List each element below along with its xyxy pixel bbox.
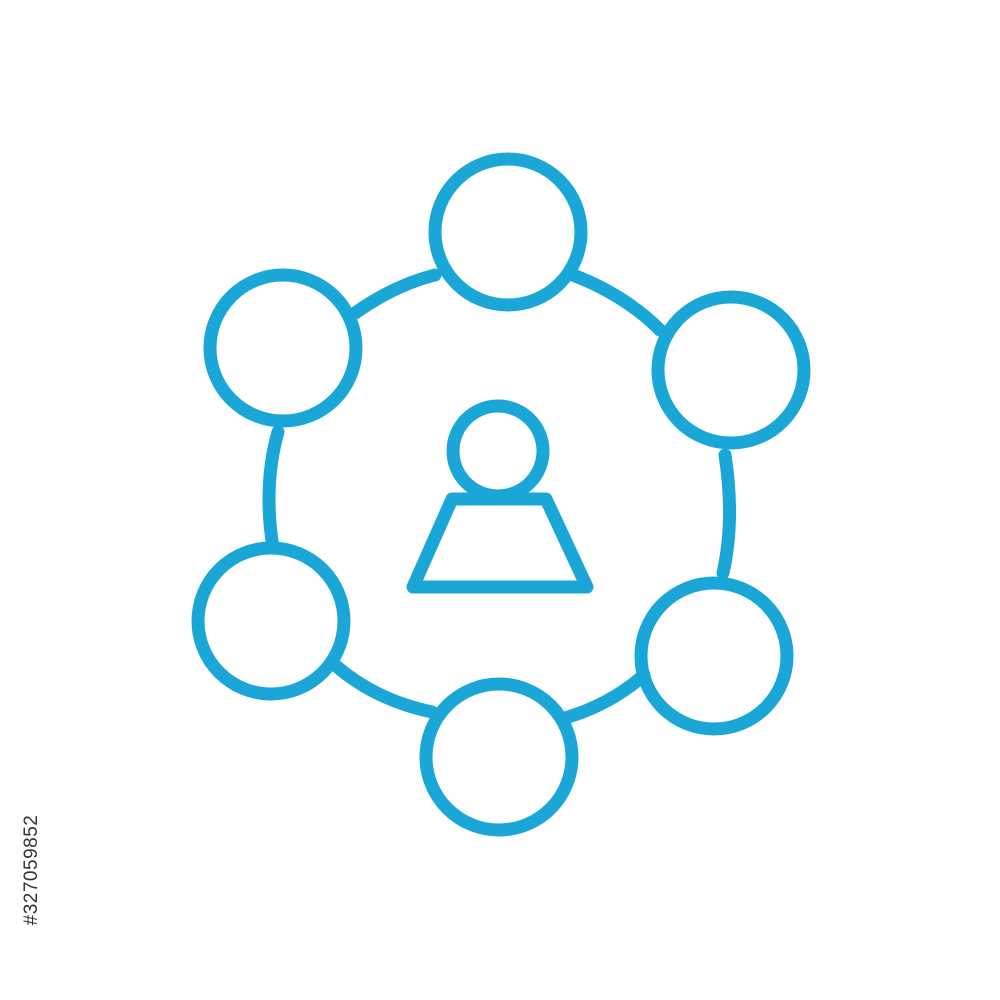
person-head-icon [446, 399, 550, 503]
ring-arc-bottom-left [328, 658, 439, 719]
node-circle-top [428, 152, 588, 312]
network-person-icon [191, 152, 811, 837]
ring-arc-left [262, 425, 285, 555]
node-circle-top-left [203, 268, 363, 428]
ring-arc-top-right [566, 268, 667, 337]
node-circle-bottom [419, 677, 579, 837]
person-body-icon [406, 492, 594, 594]
stock-id-label: #327059852 [21, 814, 42, 926]
node-circle-bottom-left [191, 541, 351, 701]
node-circle-top-right [651, 290, 811, 450]
ring-arc-top-left [348, 268, 442, 320]
ring-arc-right [716, 448, 737, 580]
ring-arc-bottom-right [558, 668, 651, 725]
node-circle-bottom-right [634, 576, 794, 736]
